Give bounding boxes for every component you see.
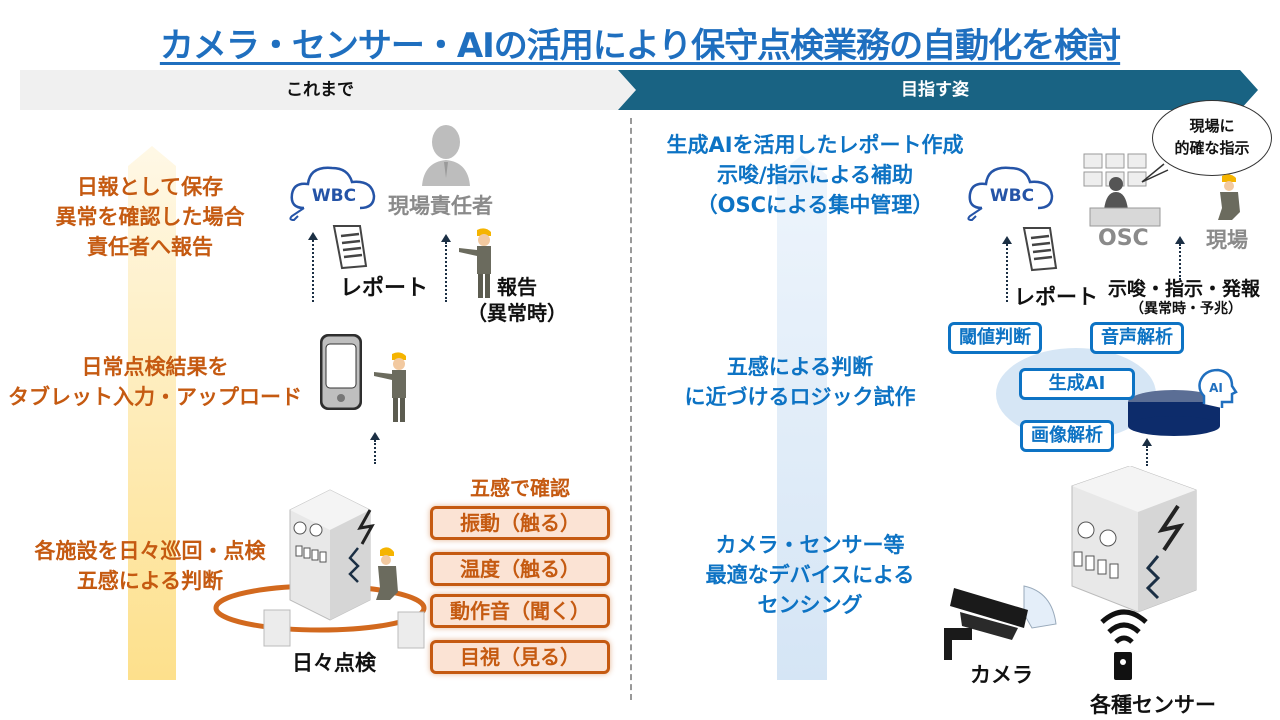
progress-arrow-right — [777, 155, 827, 680]
right-step1-line: センシング — [757, 593, 863, 617]
sense-temperature: 温度（触る） — [430, 552, 610, 586]
right-step2-line: に近づけるロジック試作 — [684, 385, 916, 409]
osc-operator-icon — [1083, 153, 1161, 227]
document-icon — [1022, 227, 1058, 272]
bubble-tail — [1141, 163, 1169, 183]
progress-arrow-left — [128, 146, 176, 680]
sense-sound: 動作音（聞く） — [430, 594, 610, 628]
right-step1-line: カメラ・センサー等 — [715, 533, 905, 557]
report-label: レポート — [340, 276, 429, 301]
osc-label: OSC — [1098, 226, 1149, 251]
left-step3-line: 日報として保存 — [76, 175, 224, 199]
daily-check-label: 日々点検 — [292, 651, 376, 675]
left-step3-line: 責任者へ報告 — [87, 235, 213, 259]
cloud-label: WBC — [990, 186, 1034, 206]
right-step2-text: 五感による判断 に近づけるロジック試作 — [660, 352, 940, 412]
report-event: 報告 （異常時） — [462, 274, 572, 326]
right-step1-text: カメラ・センサー等 最適なデバイスによる センシング — [680, 530, 940, 620]
report-event-title: 報告 — [497, 275, 537, 299]
equipment-patrol-illustration — [213, 489, 427, 649]
right-step3-line: （OSCによる集中管理） — [696, 193, 934, 217]
left-step2-line: 日常点検結果を — [81, 355, 229, 379]
ai-function-image: 画像解析 — [1020, 420, 1114, 452]
cloud-label: WBC — [312, 186, 356, 206]
ai-head-icon: AI — [1198, 368, 1238, 408]
sense-vibration: 振動（触る） — [430, 506, 610, 540]
manager-label: 現場責任者 — [388, 194, 493, 218]
sensor-arrow-icon — [1142, 438, 1152, 466]
advice-arrow-icon — [1175, 236, 1185, 280]
sensor-wireless-icon — [1100, 609, 1148, 680]
bubble-line: 現場に — [1189, 117, 1235, 135]
five-senses-title: 五感で確認 — [470, 476, 570, 500]
ai-function-threshold: 閾値判断 — [948, 322, 1042, 354]
sensor-label: 各種センサー — [1090, 693, 1216, 717]
tablet-icon — [320, 334, 362, 410]
right-step2-line: 五感による判断 — [726, 355, 874, 379]
document-icon — [332, 225, 368, 270]
page-title: カメラ・センサー・AIの活用により保守点検業務の自動化を検討 — [159, 26, 1121, 66]
right-step3-line: 示唆/指示による補助 — [716, 163, 914, 187]
ai-function-generative: 生成AI — [1019, 368, 1135, 400]
right-step1-line: 最適なデバイスによる — [705, 563, 915, 587]
right-step3-text: 生成AIを活用したレポート作成 示唆/指示による補助 （OSCによる集中管理） — [640, 130, 990, 220]
left-step3-line: 異常を確認した場合 — [55, 205, 245, 229]
bubble-line: 的確な指示 — [1174, 139, 1250, 157]
current-band — [20, 70, 640, 110]
manager-icon — [422, 125, 470, 186]
report-arrow-icon — [441, 234, 451, 302]
camera-icon — [944, 585, 1057, 660]
left-step2-line: タブレット入力・アップロード — [8, 385, 302, 409]
left-step1-line: 各施設を日々巡回・点検 — [34, 539, 266, 563]
ai-icon-label: AI — [1209, 381, 1223, 395]
ai-report-arrow-icon — [1002, 236, 1012, 302]
upload-arrow-icon — [308, 232, 318, 302]
section-divider — [630, 118, 632, 700]
camera-label: カメラ — [970, 663, 1033, 687]
site-worker-icon — [1218, 174, 1240, 220]
left-step1-line: 五感による判断 — [76, 569, 224, 593]
tablet-arrow-icon — [370, 432, 380, 464]
left-step1-text: 各施設を日々巡回・点検 五感による判断 — [5, 536, 295, 596]
equipment-icon — [1071, 466, 1197, 613]
cloud-icon: WBC — [289, 166, 376, 222]
target-band-label: 目指す姿 — [901, 80, 969, 100]
worker-pointing-icon — [459, 228, 491, 298]
advice-label: 示唆・指示・発報 — [1108, 278, 1261, 300]
database-icon — [1128, 390, 1220, 436]
left-step3-text: 日報として保存 異常を確認した場合 責任者へ報告 — [10, 172, 290, 262]
worker-tablet-icon — [374, 352, 406, 422]
ai-function-voice: 音声解析 — [1090, 322, 1184, 354]
site-label: 現場 — [1206, 228, 1248, 252]
report-event-sub: （異常時） — [467, 301, 567, 325]
advice-sub: （異常時・予兆） — [1130, 301, 1242, 317]
right-step3-line: 生成AIを活用したレポート作成 — [666, 133, 964, 157]
ai-report-label: レポート — [1014, 285, 1098, 309]
current-band-label: これまで — [286, 80, 354, 100]
target-band — [618, 70, 1258, 110]
sense-visual: 目視（見る） — [430, 640, 610, 674]
cloud-icon: WBC — [967, 166, 1054, 222]
instruction-bubble: 現場に 的確な指示 — [1152, 100, 1272, 176]
left-step2-text: 日常点検結果を タブレット入力・アップロード — [0, 352, 310, 412]
